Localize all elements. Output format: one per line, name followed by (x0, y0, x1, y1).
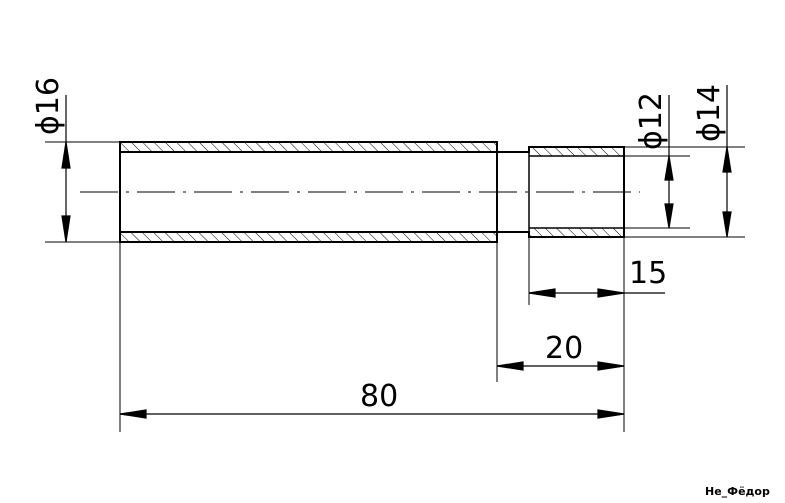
dim-inner-dia-right-label: ϕ12 (634, 92, 669, 150)
dim-len-right-label: 20 (545, 331, 583, 366)
section-hatching (120, 142, 624, 242)
author-signature: Не_Фёдор (705, 485, 770, 498)
dim-len-total-label: 80 (360, 379, 398, 414)
dim-outer-dia-right-label: ϕ14 (692, 84, 727, 142)
extension-lines (45, 141, 745, 432)
dim-outer-dia-left-label: ϕ16 (31, 77, 66, 135)
dimension-lines (61, 85, 732, 419)
dim-len-step-label: 15 (629, 256, 667, 291)
